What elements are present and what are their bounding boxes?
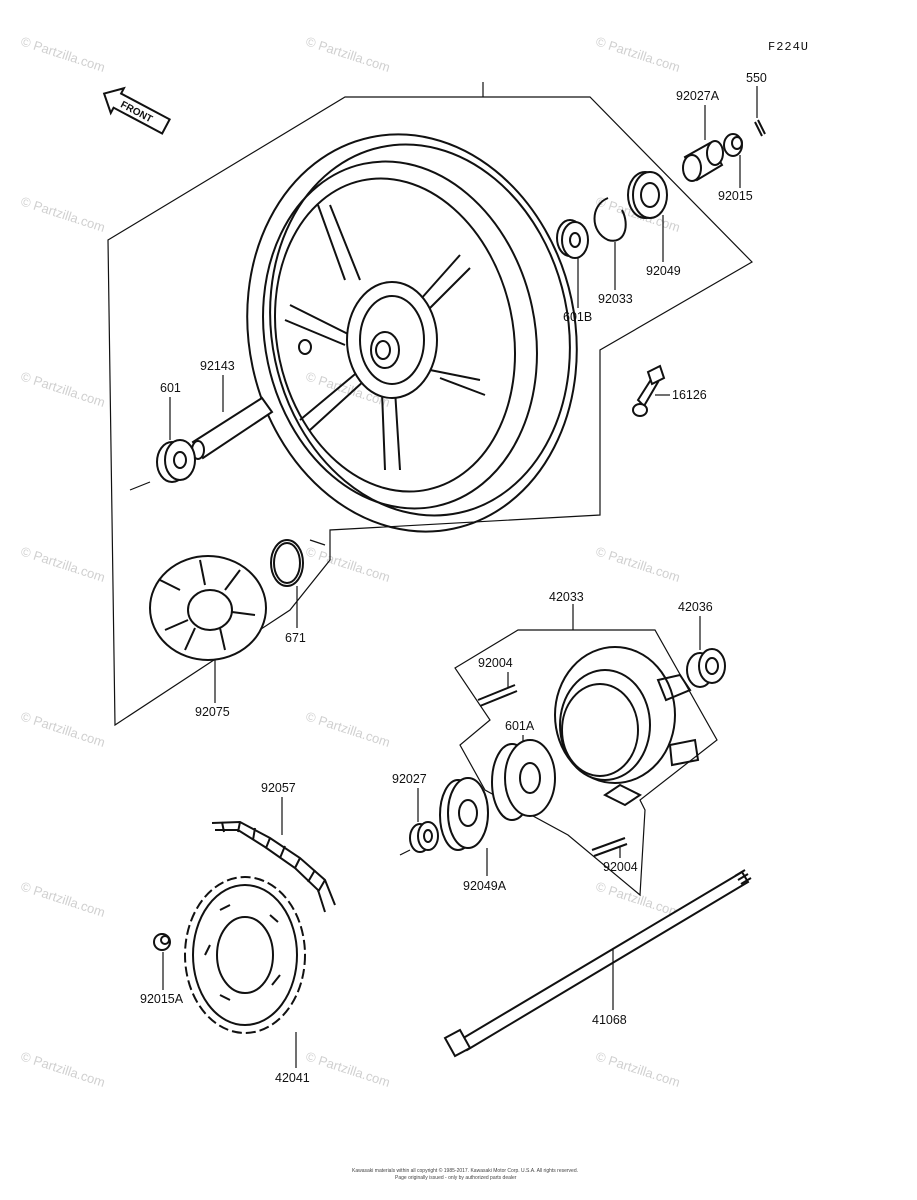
sprocket-42041 xyxy=(184,876,306,1034)
label-92075: 92075 xyxy=(195,705,230,719)
label-601b: 601B xyxy=(563,310,592,324)
hub-group-outline xyxy=(454,629,718,897)
stud-92004-upper xyxy=(477,684,518,707)
front-arrow-icon: FRONT xyxy=(102,86,172,135)
label-92049: 92049 xyxy=(646,264,681,278)
nut-92015a xyxy=(153,933,171,951)
coupling-42033 xyxy=(554,646,700,807)
label-92027: 92027 xyxy=(392,772,427,786)
watermark: © Partzilla.com xyxy=(19,34,107,75)
watermark: © Partzilla.com xyxy=(594,544,682,585)
bearing-601b xyxy=(556,219,589,259)
watermark: © Partzilla.com xyxy=(594,34,682,75)
label-42036: 42036 xyxy=(678,600,713,614)
watermark: © Partzilla.com xyxy=(304,544,392,585)
watermark: © Partzilla.com xyxy=(19,879,107,920)
watermark: © Partzilla.com xyxy=(594,1049,682,1090)
axle-41068 xyxy=(443,869,752,1058)
footer-copyright: Kawasaki materials within all copyright … xyxy=(352,1167,578,1174)
label-92004-upper: 92004 xyxy=(478,656,513,670)
o-ring-671 xyxy=(270,539,304,587)
bearing-601 xyxy=(156,439,196,483)
watermarks: © Partzilla.com © Partzilla.com © Partzi… xyxy=(19,34,682,1090)
oil-seal-92049 xyxy=(627,171,668,219)
label-92015: 92015 xyxy=(718,189,753,203)
collar-92143 xyxy=(191,396,274,460)
label-550: 550 xyxy=(746,71,767,85)
label-92057: 92057 xyxy=(261,781,296,795)
watermark: © Partzilla.com xyxy=(594,879,682,920)
guide-line xyxy=(129,481,151,491)
label-41068: 41068 xyxy=(592,1013,627,1027)
watermark: © Partzilla.com xyxy=(19,544,107,585)
watermark: © Partzilla.com xyxy=(19,709,107,750)
valve-16126 xyxy=(632,364,666,417)
watermark: © Partzilla.com xyxy=(19,194,107,235)
label-601: 601 xyxy=(160,381,181,395)
o-ring-671-inner xyxy=(273,542,301,584)
chain-92057 xyxy=(211,820,336,913)
watermark: © Partzilla.com xyxy=(19,1049,107,1090)
guide-line-92027 xyxy=(399,849,411,856)
nut-92015 xyxy=(723,133,743,157)
guide-line-671 xyxy=(309,539,326,546)
cotter-pin-550 xyxy=(754,119,766,137)
label-671: 671 xyxy=(285,631,306,645)
damper-92075 xyxy=(149,555,267,661)
label-601a: 601A xyxy=(505,719,535,733)
label-92143: 92143 xyxy=(200,359,235,373)
label-16126: 16126 xyxy=(672,388,707,402)
watermark: © Partzilla.com xyxy=(19,369,107,410)
label-92027a: 92027A xyxy=(676,89,720,103)
watermark: © Partzilla.com xyxy=(304,709,392,750)
label-42033: 42033 xyxy=(549,590,584,604)
collar-42036 xyxy=(686,648,726,688)
label-42041: 42041 xyxy=(275,1071,310,1085)
watermark: © Partzilla.com xyxy=(304,34,392,75)
collar-92027a xyxy=(682,140,724,182)
footer-note: Page originally issued - only by authori… xyxy=(395,1175,517,1181)
label-92049a: 92049A xyxy=(463,879,507,893)
diagram-code: F224U xyxy=(768,40,809,54)
circlip-92033 xyxy=(593,197,627,242)
label-92033: 92033 xyxy=(598,292,633,306)
rear-wheel xyxy=(246,133,578,533)
collar-92027 xyxy=(409,821,439,853)
watermark: © Partzilla.com xyxy=(304,1049,392,1090)
label-92015a: 92015A xyxy=(140,992,184,1006)
stud-92004-lower xyxy=(591,837,628,857)
oil-seal-92049a xyxy=(439,777,489,851)
label-92004-lower: 92004 xyxy=(603,860,638,874)
bearing-601a xyxy=(491,739,556,821)
